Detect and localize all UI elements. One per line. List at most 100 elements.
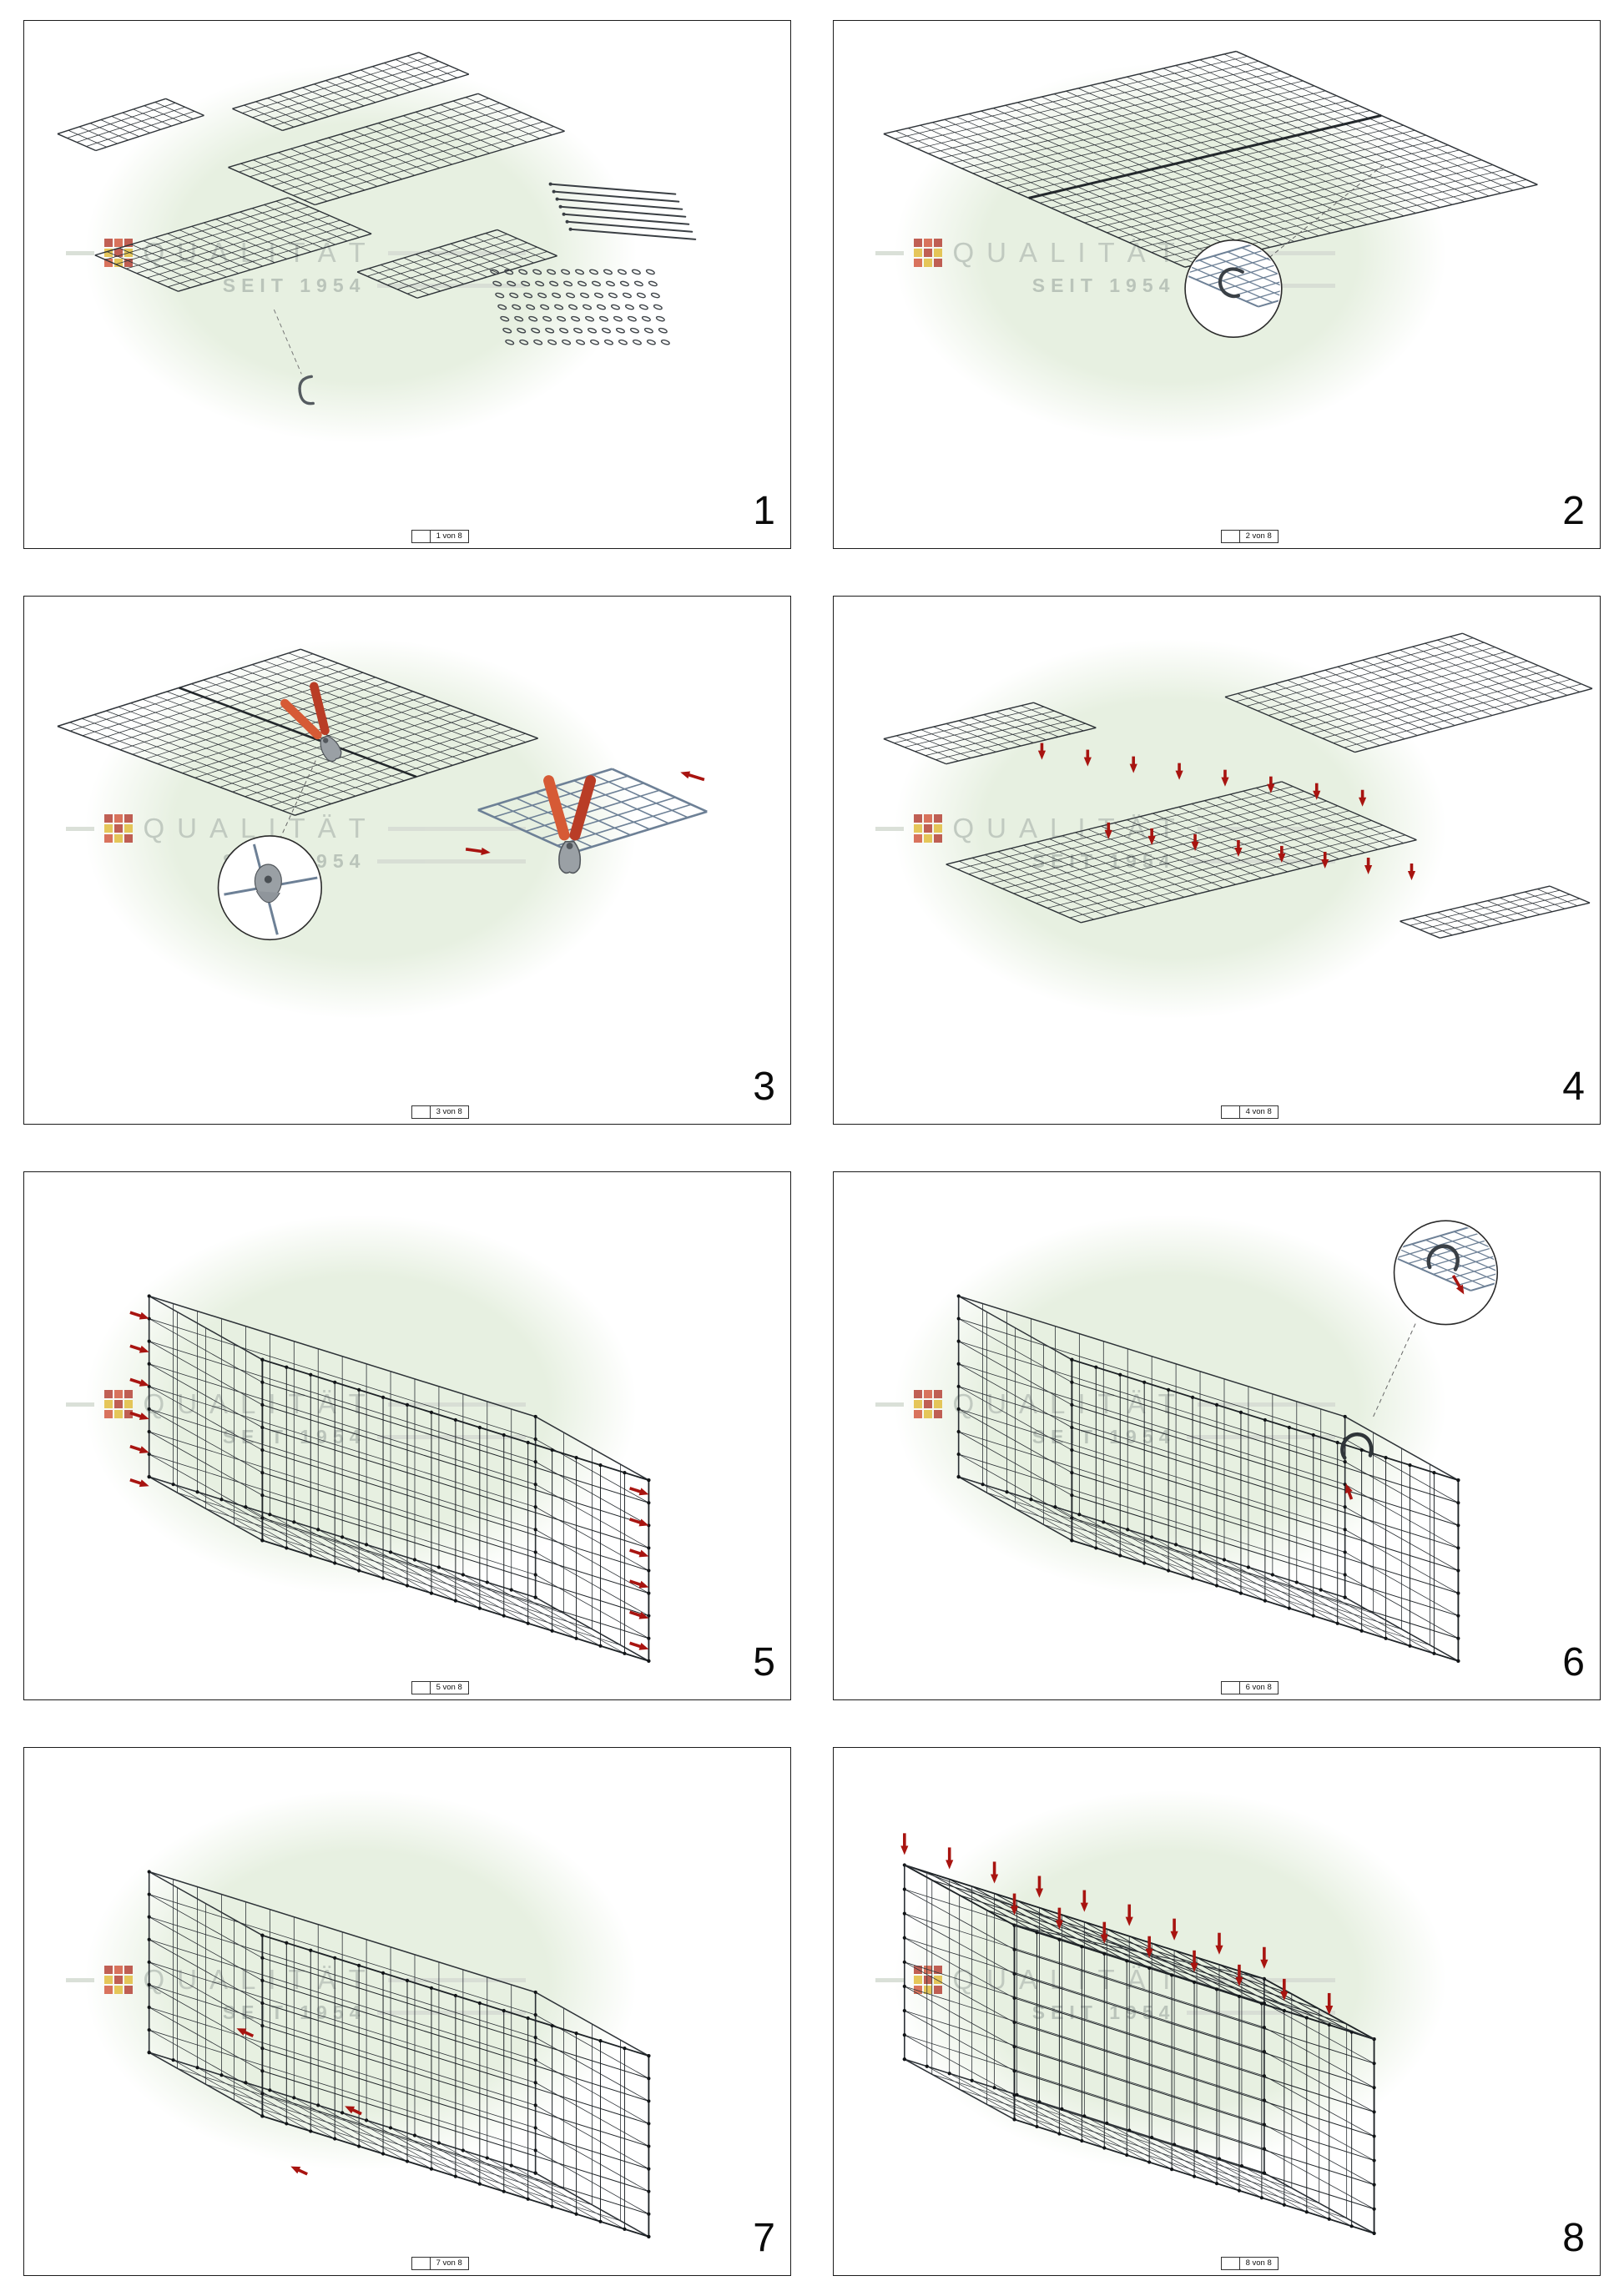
direction-arrow: [290, 2166, 308, 2176]
sheet-label: 4 von 8: [1220, 1105, 1279, 1119]
direction-arrow: [129, 1478, 149, 1488]
direction-arrow: [465, 847, 491, 856]
direction-arrow: [1083, 749, 1092, 767]
sheet-label: 7 von 8: [411, 2257, 469, 2270]
direction-arrow: [1313, 783, 1321, 800]
mesh-seam: [1028, 113, 1382, 199]
sheet-label-cell: [412, 1106, 431, 1118]
direction-arrow: [1147, 828, 1156, 845]
wire-mesh-grid: [477, 768, 708, 854]
direction-arrow: [629, 1518, 649, 1527]
step-illustration: [883, 50, 1538, 339]
c-clip-icon: [1218, 267, 1244, 299]
step-illustration: [57, 52, 697, 405]
direction-arrow: [1170, 1918, 1178, 1941]
wire-mesh-grid: [149, 2052, 649, 2238]
direction-arrow: [1407, 864, 1416, 881]
direction-arrow: [1100, 1921, 1108, 1944]
direction-arrow: [1129, 756, 1137, 773]
sheet-label-cell: [412, 531, 431, 542]
direction-arrow: [1267, 776, 1275, 793]
direction-arrow: [1125, 1904, 1133, 1926]
direction-arrow: [1080, 1890, 1088, 1912]
sheet-label-text: 7 von 8: [436, 2258, 462, 2268]
detail-circle-content: [224, 843, 318, 935]
tension-rods: [548, 182, 697, 240]
c-clip-icon: [1340, 1432, 1374, 1460]
wire-mesh-grid: [232, 52, 470, 132]
direction-arrow: [1359, 789, 1367, 807]
sheet-label-text: 3 von 8: [436, 1107, 462, 1116]
sheet-label: 3 von 8: [411, 1105, 469, 1119]
direction-arrow: [1325, 1992, 1334, 2016]
step-number: 1: [753, 489, 775, 533]
c-clip-icon: [1426, 1244, 1460, 1271]
direction-arrow: [1221, 769, 1229, 787]
wire-mesh-grid: [904, 1864, 1375, 2040]
direction-arrow: [236, 2028, 255, 2038]
step-number: 7: [753, 2216, 775, 2260]
direction-arrow: [1278, 845, 1286, 864]
detail-circle-content: [1395, 1222, 1496, 1295]
wire-mesh-grid: [1263, 1978, 1375, 2234]
direction-arrow: [1345, 1483, 1354, 1500]
c-clip-icon: [298, 375, 315, 405]
wire-mesh-grid: [1400, 885, 1591, 939]
gabion-box: [956, 1294, 1460, 1663]
direction-arrow: [1321, 851, 1329, 869]
sheet-label-cell: [1222, 2258, 1240, 2269]
step-illustration: [129, 1294, 651, 1663]
wire-mesh-grid: [1224, 632, 1593, 753]
pliers-icon: [280, 682, 342, 763]
step-number: 4: [1562, 1065, 1585, 1109]
gabion-box: [147, 1870, 651, 2238]
step-number: 2: [1562, 489, 1585, 533]
wire-mesh-grid: [148, 1295, 537, 1599]
wire-mesh-grid: [1013, 1924, 1375, 2234]
detail-circle: [1393, 1220, 1499, 1326]
direction-arrow: [900, 1833, 909, 1855]
step-panel-5: QUALITÄT SEIT 1954 5 5 von 8: [23, 1171, 791, 1700]
wire-mesh-grid: [94, 197, 372, 292]
direction-arrow: [1260, 1946, 1268, 1969]
sheet-label-cell: [412, 2258, 431, 2269]
direction-arrow: [629, 1487, 649, 1496]
direction-arrow: [1104, 822, 1112, 839]
step-panel-1: QUALITÄT SEIT 1954 1 1 von 8: [23, 20, 791, 549]
direction-arrow: [1010, 1893, 1019, 1916]
direction-arrow: [1055, 1907, 1064, 1930]
wire-mesh-grid: [261, 1358, 650, 1662]
direction-arrow: [129, 1344, 149, 1353]
sheet-label-cell: [1222, 1682, 1240, 1694]
wire-mesh-grid: [883, 702, 1097, 765]
wire-mesh-grid: [57, 98, 204, 152]
wire-mesh-grid: [1071, 1358, 1460, 1662]
direction-arrow: [129, 1444, 149, 1454]
sheet-label: 1 von 8: [411, 530, 469, 543]
wire-mesh-grid: [883, 50, 1538, 268]
wire-mesh-grid: [149, 1476, 649, 1662]
wire-mesh-grid: [228, 93, 565, 206]
step-number: 6: [1562, 1640, 1585, 1684]
wire-mesh-grid: [958, 1476, 1459, 1662]
direction-arrow: [1191, 833, 1199, 851]
sheet-label: 8 von 8: [1220, 2257, 1279, 2270]
direction-arrow: [129, 1411, 149, 1420]
wire-mesh-grid: [946, 781, 1417, 924]
sheet-label-text: 1 von 8: [436, 531, 462, 541]
direction-arrow: [129, 1377, 149, 1387]
direction-arrow: [680, 771, 705, 782]
direction-arrow: [1280, 1978, 1289, 2001]
wire-mesh-grid: [148, 1871, 264, 2117]
gabion-box: [902, 1863, 1376, 2235]
step-panel-6: QUALITÄT SEIT 1954 6 6 von 8: [833, 1171, 1601, 1700]
sheet-label: 5 von 8: [411, 1681, 469, 1694]
sheet-label-cell: [1222, 1106, 1240, 1118]
step-panel-3: QUALITÄT SEIT 1954 3 3 von 8: [23, 596, 791, 1125]
wire-mesh-grid: [148, 1871, 537, 2174]
wire-mesh-grid: [261, 1934, 650, 2238]
sheet-label-text: 6 von 8: [1245, 1683, 1272, 1692]
step-number: 5: [753, 1640, 775, 1684]
step-illustration: [57, 648, 708, 941]
direction-arrow: [345, 2106, 362, 2116]
